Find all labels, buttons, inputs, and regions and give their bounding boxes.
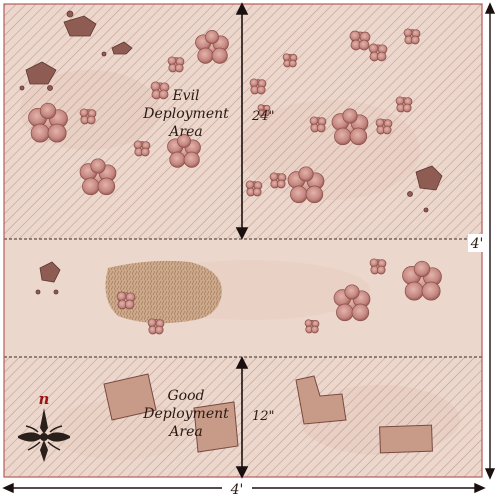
tree-cluster [79, 108, 97, 125]
tree-cluster [79, 158, 117, 196]
tree-cluster [333, 284, 371, 322]
evil-zone-label-3: Area [167, 124, 202, 140]
tree-cluster [269, 172, 287, 189]
ruin-building-4 [379, 424, 433, 454]
tree-cluster [304, 319, 320, 334]
good-depth-arrow [235, 356, 249, 479]
good-deployment-zone [4, 357, 482, 477]
good-zone-label-2: Deployment [142, 406, 229, 422]
evil-depth-arrow [235, 2, 249, 240]
compass-icon [18, 408, 70, 462]
tree-cluster [147, 318, 165, 335]
rocks-layer [19, 10, 443, 295]
compass-north-label: n [39, 390, 50, 408]
evil-zone-label-1: Evil [171, 88, 199, 104]
trees-layer [28, 28, 442, 335]
tree-cluster [369, 258, 387, 275]
rock-cluster-nw [63, 10, 133, 57]
tree-cluster [403, 28, 421, 45]
compass-rose: n [18, 390, 70, 462]
tree-cluster [368, 43, 388, 62]
tree-cluster [150, 81, 170, 100]
table-width-label: 4' [230, 482, 244, 498]
tree-cluster [195, 30, 229, 64]
tree-cluster [331, 108, 369, 146]
tree-cluster [395, 96, 413, 113]
ruin-building-3 [295, 375, 347, 425]
evil-depth-label: 24" [251, 109, 275, 124]
tree-cluster [167, 134, 201, 168]
tree-cluster [402, 260, 442, 301]
tree-cluster [349, 30, 371, 51]
good-zone-label-3: Area [167, 424, 202, 440]
good-zone-label-1: Good [167, 388, 204, 404]
good-depth-label: 12" [252, 409, 275, 424]
wheat-field [105, 260, 222, 324]
buildings-layer [103, 373, 433, 454]
tree-cluster [287, 166, 325, 204]
table-height-label: 4' [470, 236, 484, 252]
tree-cluster [28, 102, 68, 143]
ruin-building-2 [193, 401, 239, 453]
rock-cluster-w [19, 61, 57, 91]
tree-cluster [375, 118, 393, 135]
tree-cluster [309, 116, 327, 133]
tree-cluster [282, 53, 298, 68]
tree-cluster [245, 180, 263, 197]
rock-cluster-e [407, 165, 443, 213]
table-height-arrow [484, 2, 496, 480]
ruin-building-1 [103, 373, 157, 421]
tree-cluster [257, 104, 271, 117]
evil-zone-label-2: Deployment [142, 106, 229, 122]
rock-cluster-mid-w [35, 261, 61, 295]
tree-cluster [133, 140, 151, 157]
tree-cluster [116, 291, 136, 310]
tree-cluster [249, 78, 267, 95]
tree-cluster [167, 56, 185, 73]
